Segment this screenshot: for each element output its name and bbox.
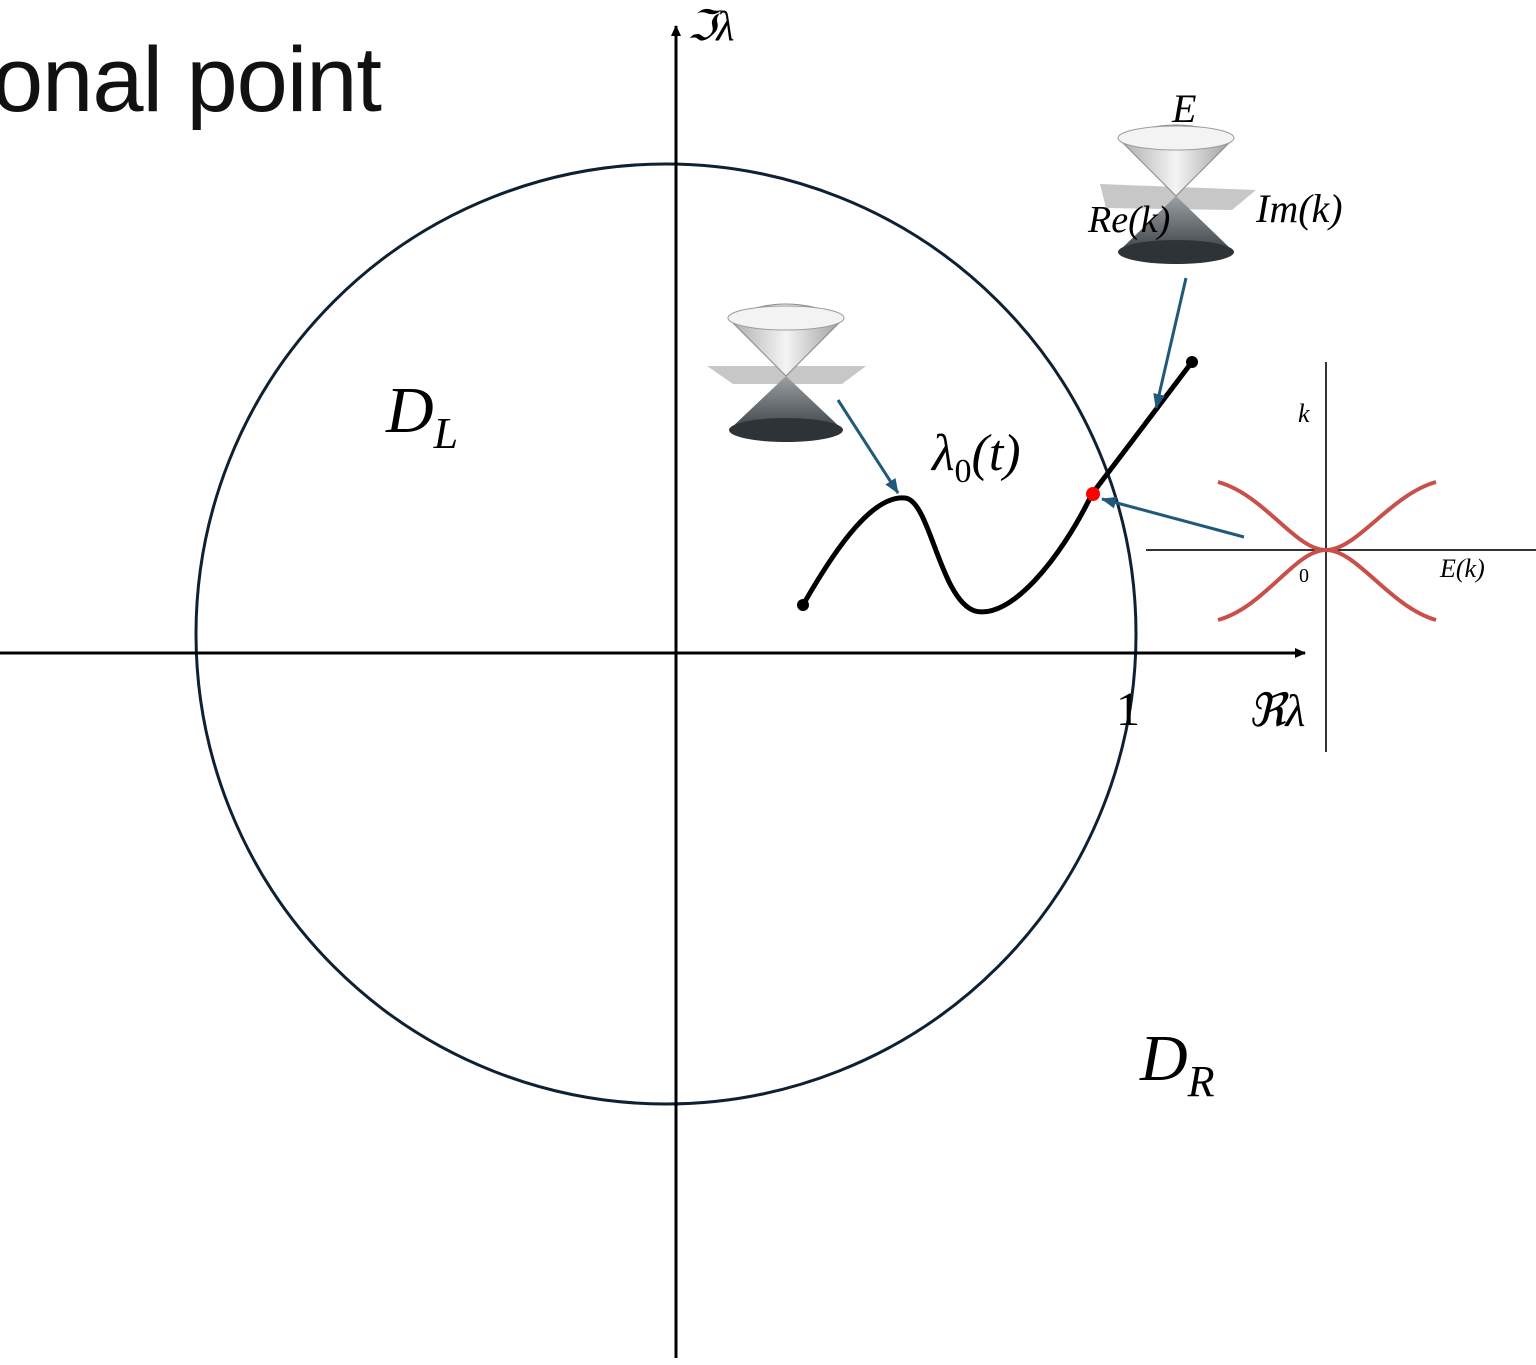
dispersion-inset: k E(k) 0	[1146, 362, 1536, 752]
inset-energy-label: E(k)	[1439, 554, 1485, 583]
dirac-cone-icon-inner	[707, 303, 866, 442]
unit-circle	[194, 162, 1138, 1106]
arrow-inset-plot	[1101, 496, 1245, 539]
imaginary-axis-label: ℑλ	[687, 4, 734, 50]
inset-k-label: k	[1298, 399, 1310, 428]
trajectory-end-point	[1186, 356, 1198, 368]
arrow-inner-cone	[836, 399, 900, 494]
real-axis-label: ℜλ	[1248, 685, 1305, 736]
cone-re-k-label: Re(k)	[1087, 199, 1170, 241]
cone-im-k-label: Im(k)	[1255, 186, 1343, 231]
trajectory-start-point	[797, 599, 809, 611]
exceptional-point-marker	[1086, 487, 1100, 501]
region-right-label: DR	[1139, 1022, 1215, 1106]
unit-tick-label: 1	[1116, 683, 1140, 736]
inset-lower-band	[1217, 547, 1437, 622]
dirac-cone-icon-outer	[1100, 124, 1256, 264]
cone-energy-label: E	[1171, 86, 1196, 131]
eigenvalue-trajectory	[800, 359, 1195, 615]
region-left-label: DL	[385, 374, 458, 458]
inset-zero-label: 0	[1299, 565, 1309, 587]
trajectory-label: λ0(t)	[930, 425, 1021, 490]
slide-title: onal point	[0, 29, 382, 131]
arrow-outer-cone	[1153, 277, 1188, 409]
